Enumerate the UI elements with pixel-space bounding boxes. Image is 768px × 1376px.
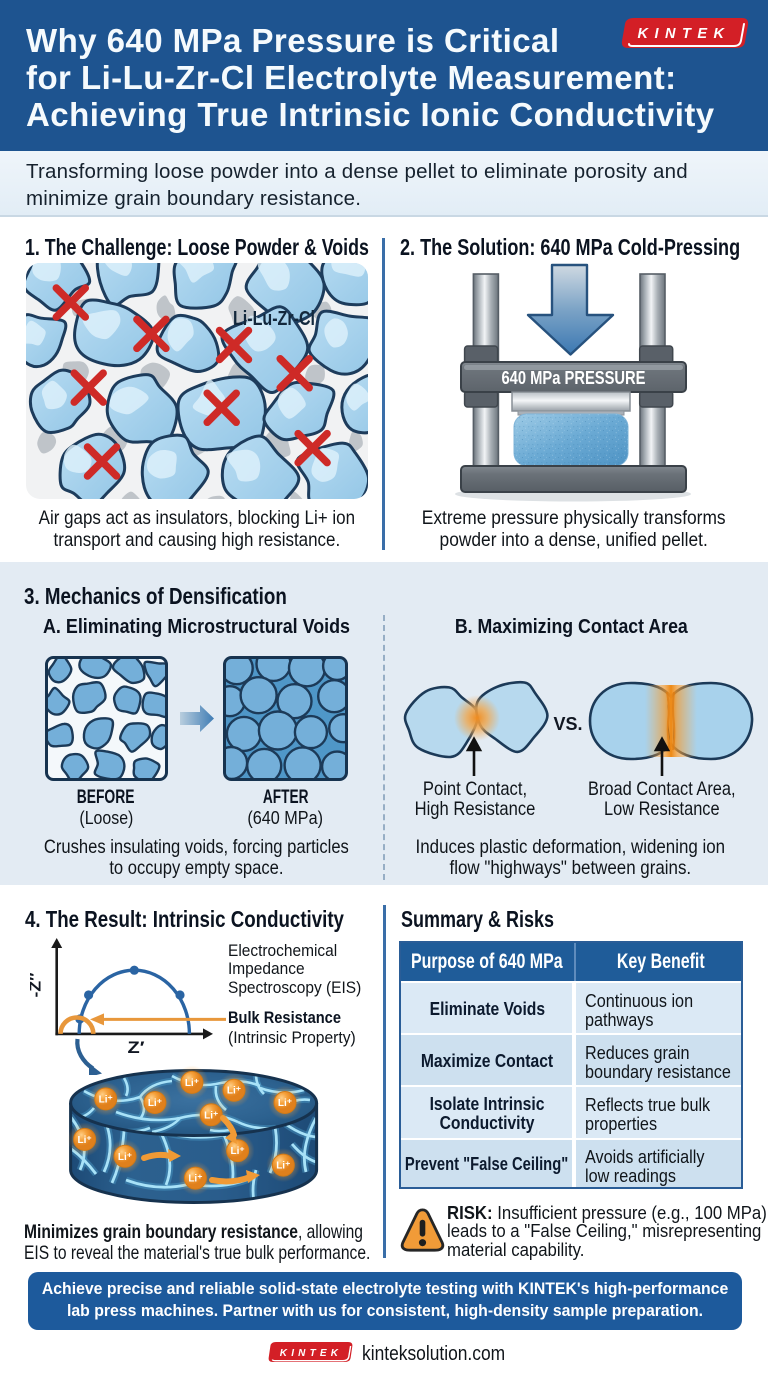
svg-text:Li⁺: Li⁺ [78, 1135, 92, 1146]
svg-text:KINTEK: KINTEK [280, 1348, 342, 1359]
svg-text:Li⁺: Li⁺ [276, 1161, 290, 1172]
svg-text:-Z″: -Z″ [30, 972, 45, 998]
svg-text:Li⁺: Li⁺ [118, 1152, 132, 1163]
svg-text:Li⁺: Li⁺ [188, 1174, 202, 1185]
svg-text:Li⁺: Li⁺ [231, 1146, 245, 1157]
svg-text:Li⁺: Li⁺ [185, 1078, 199, 1089]
svg-text:Li⁺: Li⁺ [278, 1098, 292, 1109]
svg-text:640 MPa PRESSURE: 640 MPa PRESSURE [502, 368, 646, 388]
svg-text:Li⁺: Li⁺ [148, 1098, 162, 1109]
svg-text:Z′: Z′ [128, 1038, 145, 1057]
svg-text:Li-Lu-Zr-Cl: Li-Lu-Zr-Cl [233, 308, 315, 330]
svg-text:KINTEK: KINTEK [638, 26, 731, 42]
svg-text:Li⁺: Li⁺ [204, 1110, 218, 1121]
svg-text:VS.: VS. [554, 714, 583, 734]
svg-text:Li⁺: Li⁺ [227, 1086, 241, 1097]
svg-text:Li⁺: Li⁺ [99, 1094, 113, 1105]
